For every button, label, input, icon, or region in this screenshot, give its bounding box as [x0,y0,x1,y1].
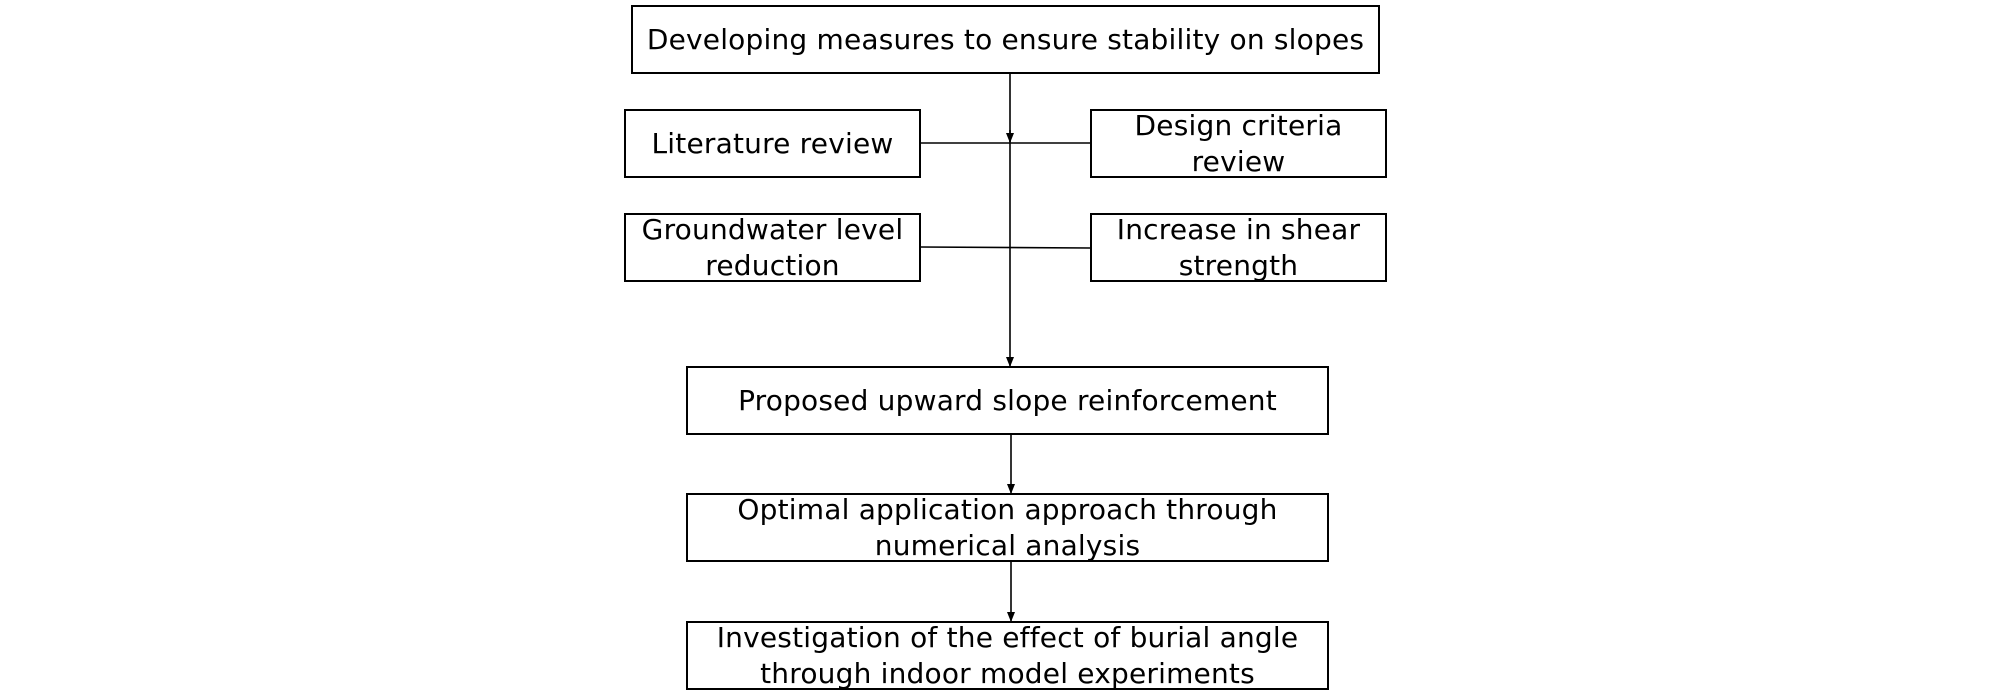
design-criteria-review-box: Design criteria review [1090,109,1387,178]
goal-box: Developing measures to ensure stability … [631,5,1380,74]
design-criteria-review-label: Design criteria review [1134,109,1343,178]
proposed-reinforcement-box: Proposed upward slope reinforcement [686,366,1329,435]
literature-review-label: Literature review [651,126,894,160]
groundwater-level-reduction-label: Groundwater level reduction [641,213,904,282]
shear-strength-increase-label: Increase in shear strength [1116,213,1361,282]
numerical-analysis-label: Optimal application approach through num… [737,493,1278,562]
goal-label: Developing measures to ensure stability … [646,22,1365,56]
literature-review-box: Literature review [624,109,921,178]
model-experiments-box: Investigation of the effect of burial an… [686,621,1329,690]
proposed-reinforcement-label: Proposed upward slope reinforcement [738,383,1277,417]
shear-strength-increase-box: Increase in shear strength [1090,213,1387,282]
groundwater-level-reduction-box: Groundwater level reduction [624,213,921,282]
model-experiments-label: Investigation of the effect of burial an… [716,621,1299,690]
numerical-analysis-box: Optimal application approach through num… [686,493,1329,562]
groundwater-shear-connector [919,246,1091,249]
